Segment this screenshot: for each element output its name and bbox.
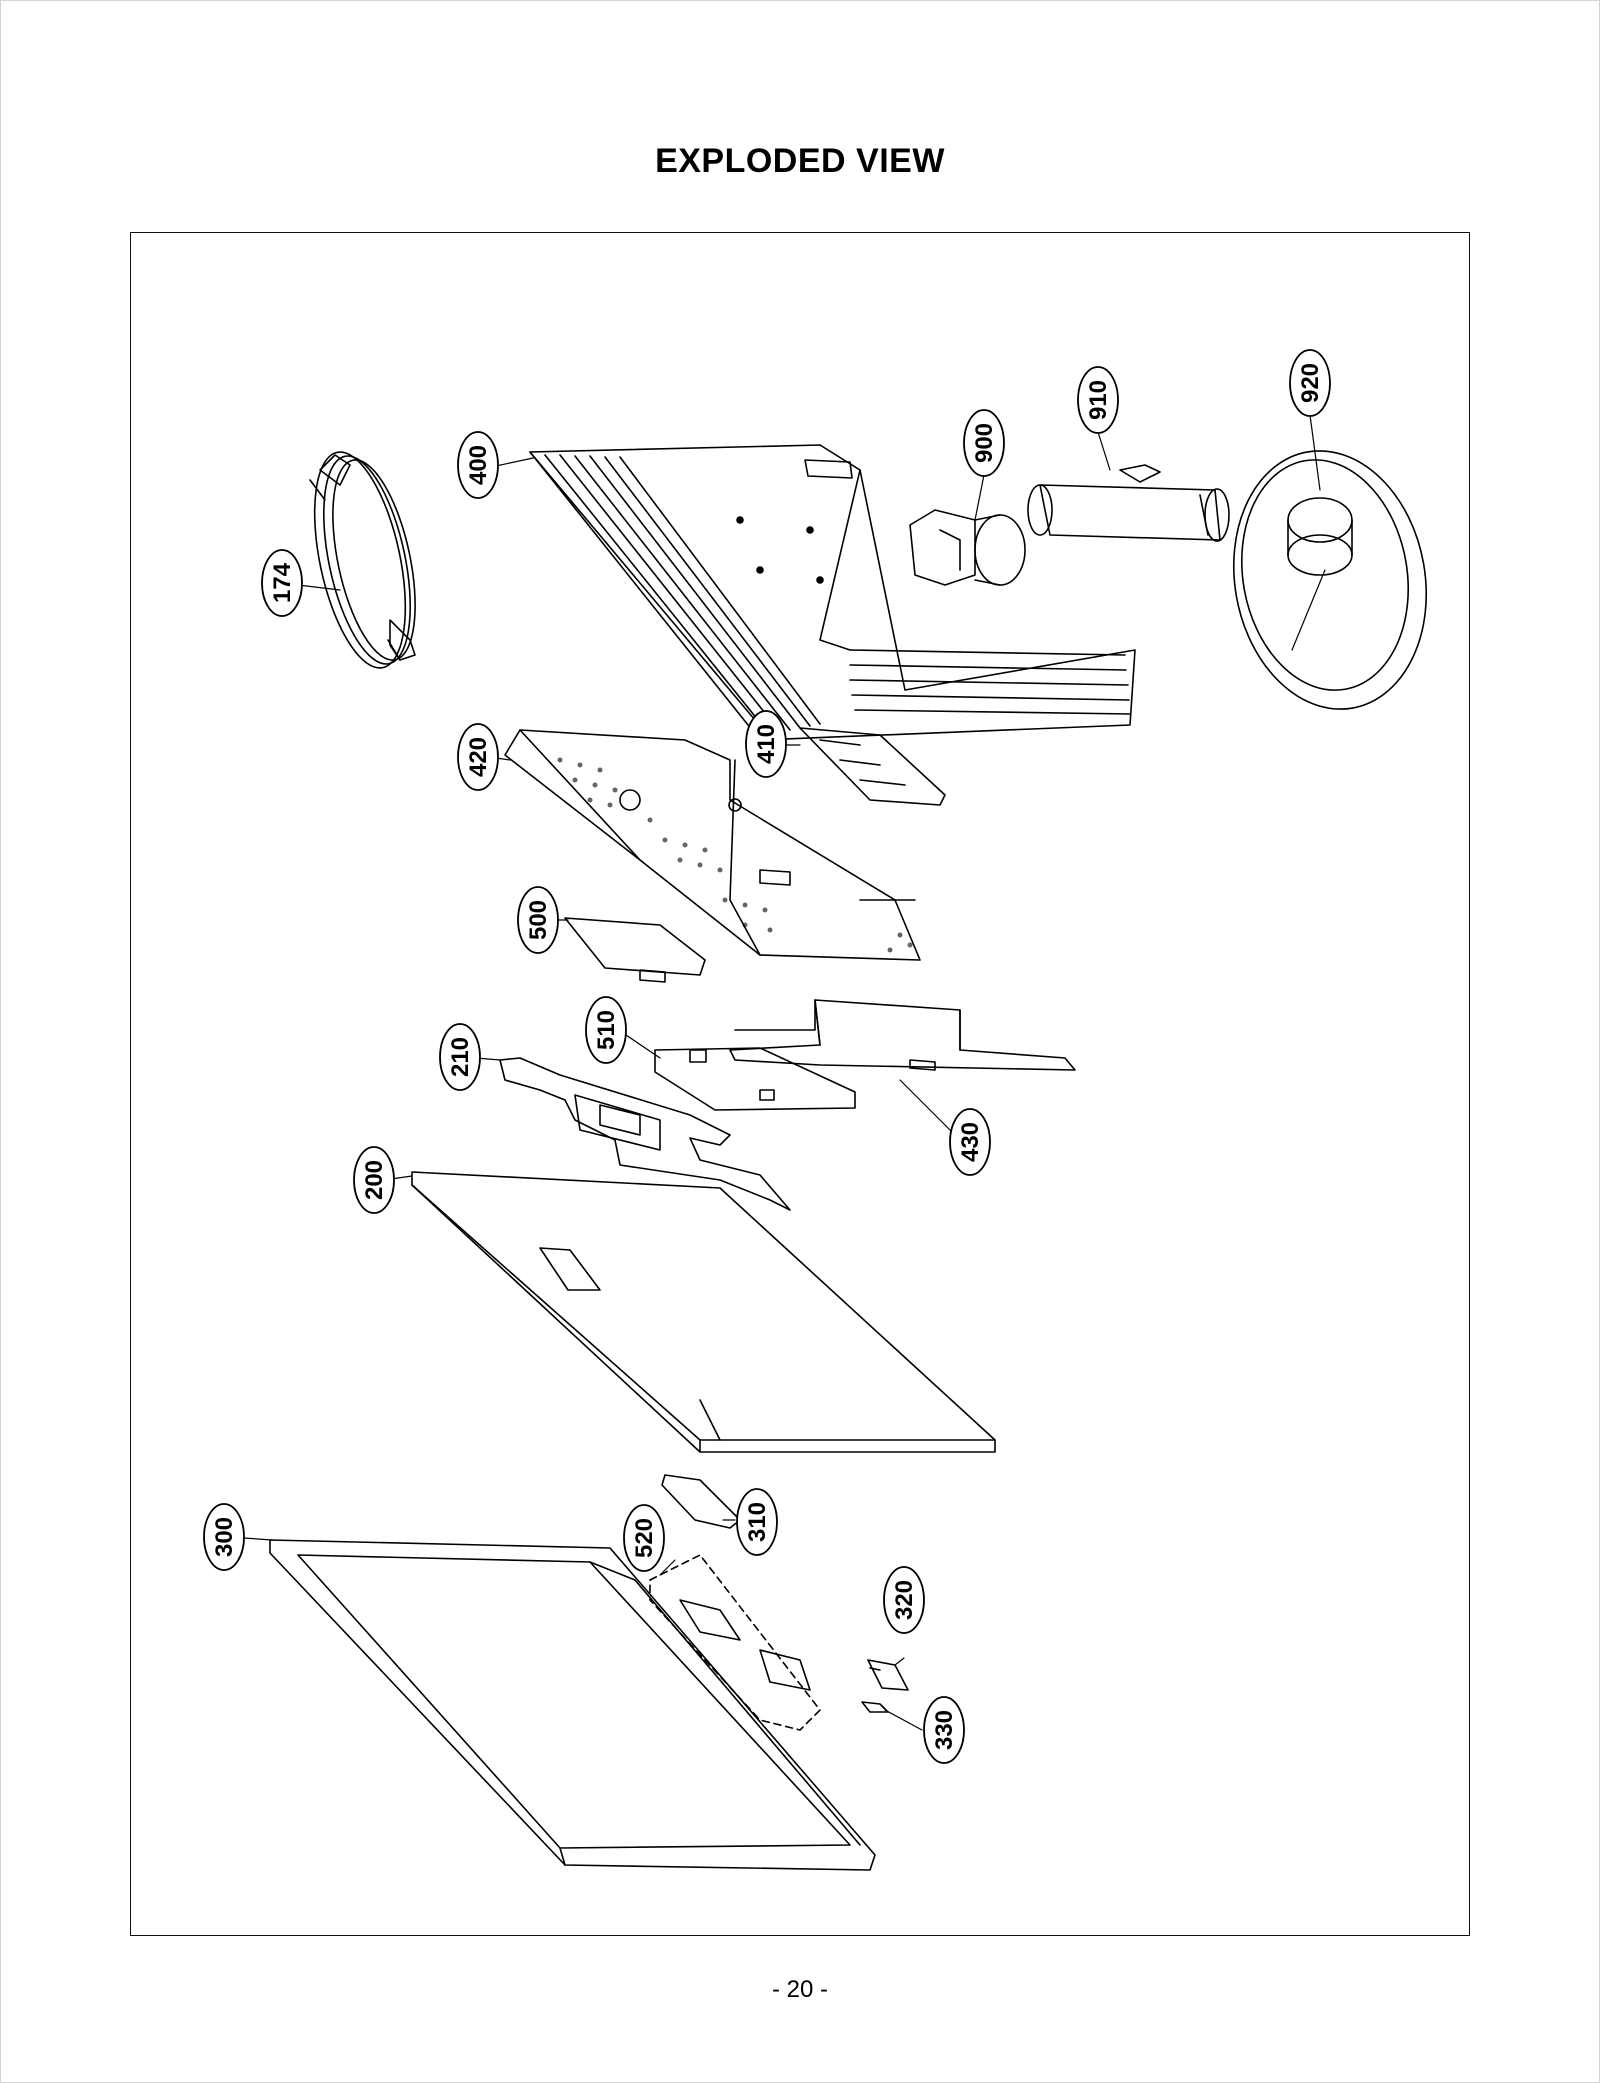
svg-text:320: 320 — [891, 1580, 918, 1620]
callout-320: 320 — [883, 1566, 925, 1634]
svg-text:174: 174 — [269, 562, 296, 603]
callout-410: 410 — [745, 710, 787, 778]
callout-900: 900 — [963, 409, 1005, 477]
diagram-frame — [130, 232, 1470, 1936]
svg-text:500: 500 — [525, 900, 552, 940]
callout-420: 420 — [457, 723, 499, 791]
svg-text:400: 400 — [465, 445, 492, 485]
stand-base-part — [1232, 450, 1428, 710]
callout-200: 200 — [353, 1146, 395, 1214]
power-button-part — [867, 1659, 909, 1691]
back-cover-part — [529, 444, 1136, 741]
svg-text:330: 330 — [931, 1710, 958, 1750]
svg-text:300: 300 — [211, 1517, 238, 1557]
svg-text:310: 310 — [744, 1502, 771, 1542]
front-bezel-part — [269, 1539, 876, 1871]
callout-910: 910 — [1077, 366, 1119, 434]
bracket-part — [799, 727, 946, 806]
page-number: - 20 - — [771, 1976, 828, 2003]
led-lens-part — [861, 1701, 889, 1713]
shield-cover-part — [504, 729, 921, 961]
callout-400: 400 — [457, 431, 499, 499]
stand-neck-part — [1027, 464, 1230, 542]
callout-leaders — [243, 414, 1326, 1731]
callout-174: 174 — [261, 549, 303, 617]
callout-300: 300 — [203, 1503, 245, 1571]
callout-520: 520 — [623, 1504, 665, 1572]
button-strip-part — [661, 1474, 741, 1529]
chassis-frame-part — [499, 1057, 791, 1211]
frame-bracket-part — [729, 999, 1076, 1071]
lcd-panel-part — [411, 1171, 996, 1453]
callout-330: 330 — [923, 1696, 965, 1764]
inverter-board-part — [654, 1047, 856, 1111]
svg-text:410: 410 — [753, 724, 780, 764]
hinge-part — [909, 509, 1026, 586]
callout-430: 430 — [949, 1108, 991, 1176]
svg-text:420: 420 — [465, 737, 492, 777]
svg-text:900: 900 — [971, 423, 998, 463]
svg-text:200: 200 — [361, 1160, 388, 1200]
svg-text:520: 520 — [631, 1518, 658, 1558]
callout-500: 500 — [517, 886, 559, 954]
svg-text:920: 920 — [1297, 363, 1324, 403]
callout-920: 920 — [1289, 349, 1331, 417]
svg-text:510: 510 — [593, 1010, 620, 1050]
key-board-outline — [649, 1554, 821, 1731]
svg-text:430: 430 — [957, 1122, 984, 1162]
control-board-part — [564, 917, 706, 983]
svg-text:910: 910 — [1085, 380, 1112, 420]
callout-210: 210 — [439, 1023, 481, 1091]
power-cord-part — [309, 451, 416, 669]
page-title: EXPLODED VIEW — [655, 142, 945, 180]
callout-310: 310 — [736, 1488, 778, 1556]
key-board-part — [679, 1599, 811, 1691]
shield-perforation-pattern — [557, 757, 913, 953]
callout-labels: 174 400 900 910 920 420 410 500 — [203, 349, 1331, 1764]
svg-text:210: 210 — [447, 1037, 474, 1077]
callout-510: 510 — [585, 996, 627, 1064]
